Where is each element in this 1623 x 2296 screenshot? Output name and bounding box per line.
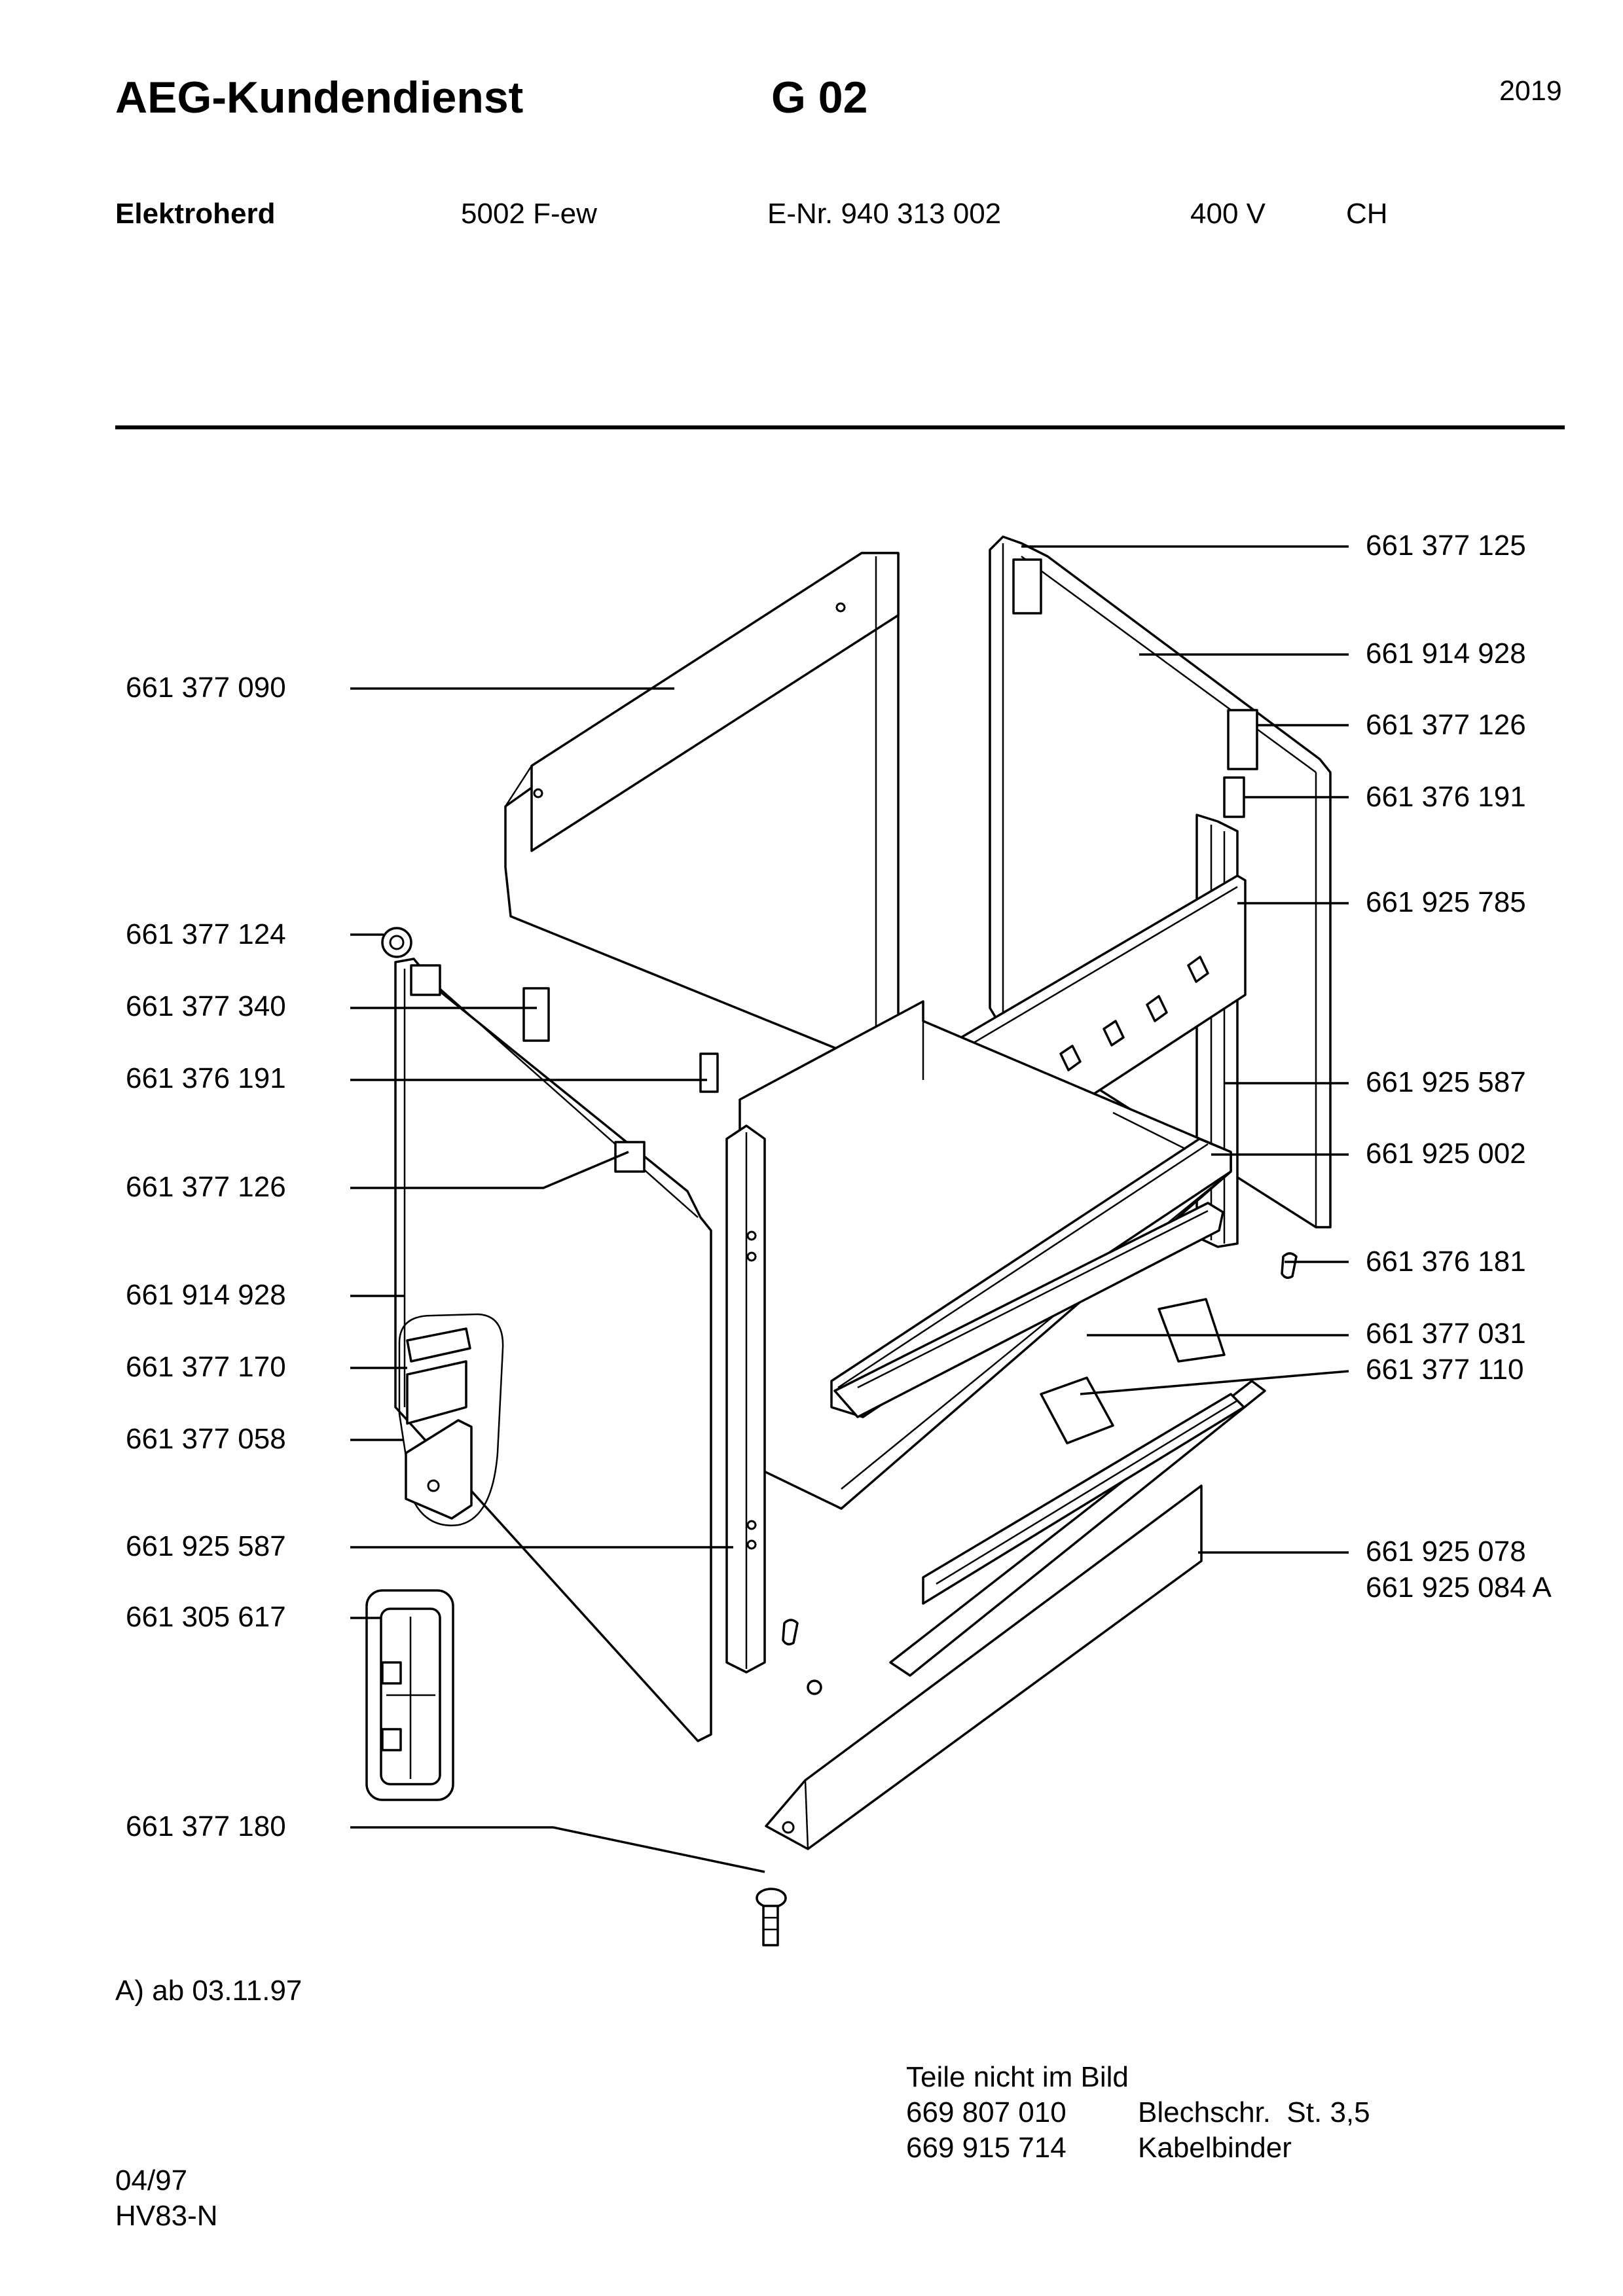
not-shown-number: 669 915 714 (906, 2132, 1067, 2164)
part-number-label: 661 914 928 (126, 1279, 286, 1311)
leader-lines-left (350, 687, 765, 1873)
part-number-label: 661 305 617 (126, 1601, 286, 1633)
part-number-label: 661 376 181 (1366, 1246, 1526, 1278)
part-number-label: 661 914 928 (1366, 637, 1526, 670)
section-code: G 02 (771, 73, 868, 122)
part-number-label: 661 377 126 (126, 1171, 286, 1203)
product-country: CH (1346, 198, 1388, 230)
lower-rail-drawing (833, 1202, 1224, 1418)
adjustable-foot-drawing (756, 1888, 787, 1946)
window-frame-drawing (365, 1589, 454, 1801)
clip-drawing (782, 1252, 1298, 1695)
product-enr: E-Nr. 940 313 002 (767, 198, 1002, 230)
part-number-label: 661 376 191 (1366, 781, 1526, 813)
part-number-label: 661 377 340 (126, 990, 286, 1022)
footer-code: HV83-N (115, 2200, 218, 2232)
base-strip-drawing (889, 1380, 1266, 1677)
part-number-label: 661 377 124 (126, 918, 286, 950)
part-number-label: 661 377 126 (1366, 709, 1526, 741)
part-number-label: 661 925 587 (126, 1530, 286, 1562)
guide-rail-drawing (1040, 1298, 1226, 1444)
leader-lines-right (1021, 545, 1349, 1554)
part-number-label: 661 925 587 (1366, 1066, 1526, 1098)
not-shown-name: Kabelbinder (1138, 2132, 1292, 2164)
part-number-label: 661 377 180 (126, 1810, 286, 1842)
left-profile-drawing (699, 1052, 766, 1674)
part-number-label: 661 377 125 (1366, 529, 1526, 562)
part-number-label: 661 925 084 A (1366, 1571, 1552, 1604)
part-number-label: 661 377 031 (1366, 1318, 1526, 1350)
part-number-label: 661 376 191 (126, 1062, 286, 1094)
not-shown-heading: Teile nicht im Bild (906, 2061, 1129, 2093)
footer-date: 04/97 (115, 2164, 188, 2197)
part-number-label: 661 377 058 (126, 1423, 286, 1455)
back-panel-drawing (504, 552, 900, 1062)
product-voltage: 400 V (1190, 198, 1266, 230)
part-number-label: 661 377 090 (126, 672, 286, 704)
page-title: AEG-Kundendienst (115, 73, 524, 122)
hinge-bracket-drawing (398, 1313, 504, 1526)
document-number: 2019 (1499, 75, 1562, 107)
not-shown-name: Blechschr. St. 3,5 (1138, 2096, 1370, 2128)
not-shown-number: 669 807 010 (906, 2096, 1067, 2128)
product-type: Elektroherd (115, 198, 276, 230)
part-number-label: 661 925 002 (1366, 1138, 1526, 1170)
part-number-label: 661 925 078 (1366, 1535, 1526, 1568)
part-number-label: 661 925 785 (1366, 886, 1526, 918)
header-divider (115, 425, 1565, 429)
footnote: A) ab 03.11.97 (115, 1975, 302, 2007)
plinth-panel-drawing (765, 1484, 1203, 1850)
part-number-label: 661 377 170 (126, 1351, 286, 1383)
part-number-label: 661 377 110 (1366, 1354, 1524, 1386)
product-model: 5002 F-ew (461, 198, 597, 230)
